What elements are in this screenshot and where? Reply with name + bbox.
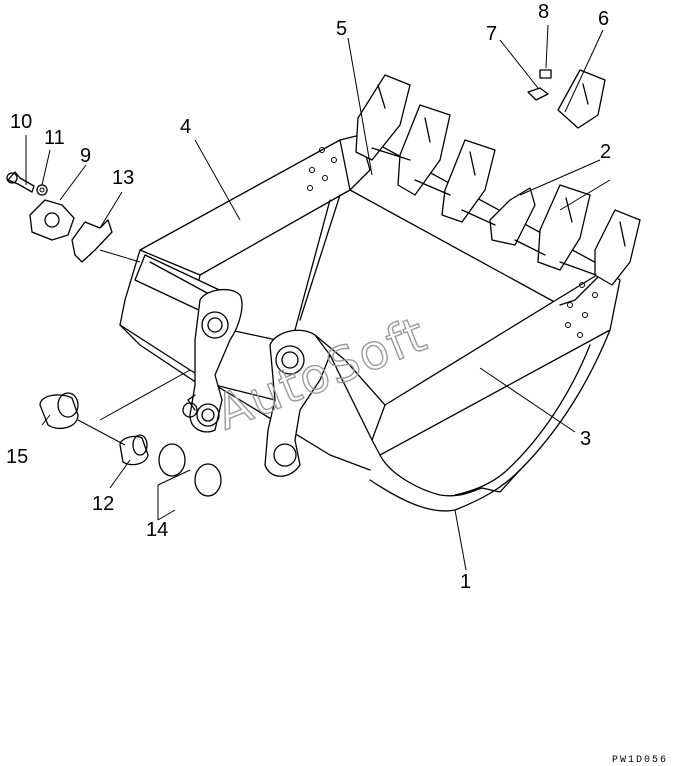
callout-4: 4 [180, 116, 191, 138]
callout-1: 1 [460, 571, 471, 593]
teeth-row [355, 74, 641, 286]
callout-3: 3 [580, 428, 591, 450]
callout-12: 12 [92, 493, 114, 515]
callout-13: 13 [112, 167, 134, 189]
pin-part [539, 69, 552, 79]
lock-part [527, 87, 549, 101]
washer [36, 184, 48, 196]
retainer-plate [29, 199, 75, 241]
drawing-code: PW1D056 [612, 755, 668, 766]
callout-5: 5 [336, 18, 347, 40]
boss-bracket-left [189, 288, 243, 433]
shim [71, 219, 113, 263]
callout-15: 15 [6, 446, 28, 468]
o-ring-b [194, 463, 222, 497]
boss-bracket-right [264, 329, 331, 477]
bucket-body [119, 134, 621, 512]
leader-lines [25, 24, 611, 571]
tooth-detail [527, 69, 606, 129]
callout-10: 10 [10, 111, 32, 133]
callout-9: 9 [80, 145, 91, 167]
callout-7: 7 [486, 23, 497, 45]
callout-labels: 10 11 9 13 4 5 7 8 6 2 3 1 15 12 14 [6, 1, 611, 593]
callout-2: 2 [600, 141, 611, 163]
tooth-point [557, 69, 606, 129]
o-ring-a [158, 443, 186, 477]
bottom-shell [369, 329, 611, 512]
pin-bosses [182, 288, 386, 477]
bolt-holes-right [565, 282, 598, 338]
bolt-holes-left [307, 147, 337, 191]
callout-14: 14 [146, 519, 168, 541]
bolt [7, 171, 35, 193]
callout-8: 8 [538, 1, 549, 23]
callout-11: 11 [44, 127, 65, 149]
left-side-plate [139, 139, 351, 276]
loose-parts [6, 171, 222, 497]
callout-6: 6 [598, 8, 609, 30]
